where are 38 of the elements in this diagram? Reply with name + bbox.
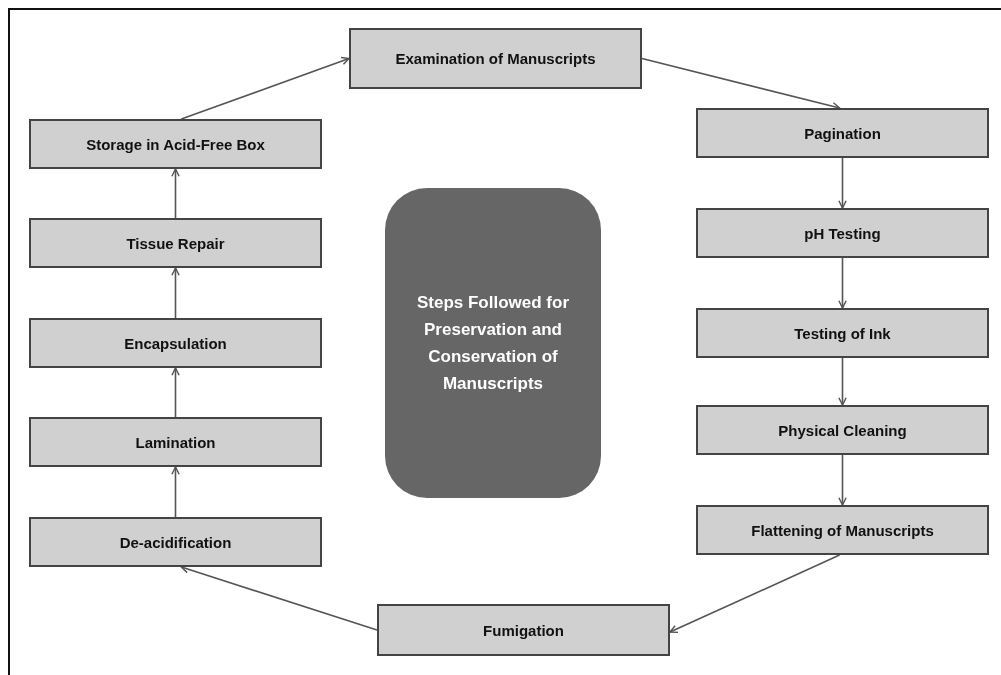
step-box — [29, 517, 322, 567]
step-box — [696, 405, 989, 455]
step-box — [696, 505, 989, 555]
arrow — [180, 565, 378, 631]
step-label: Fumigation — [483, 620, 564, 640]
step-label: Testing of Ink — [794, 323, 891, 343]
title-text: Steps Followed for Preservation and Conservation of Manuscripts — [415, 292, 571, 395]
arrow — [838, 454, 847, 506]
step-label: Storage in Acid-Free Box — [86, 134, 265, 154]
arrow — [180, 56, 350, 120]
step-box — [377, 604, 670, 656]
step-box — [696, 108, 989, 158]
arrow — [641, 57, 841, 111]
step-box — [696, 308, 989, 358]
step-box — [29, 318, 322, 368]
step-label: Physical Cleaning — [778, 420, 907, 440]
arrow — [171, 466, 180, 518]
title-panel — [385, 188, 601, 498]
arrow — [171, 168, 180, 219]
step-label: Flattening of Manuscripts — [751, 520, 934, 540]
arrow — [171, 267, 180, 319]
step-box — [349, 28, 642, 89]
step-box — [29, 218, 322, 268]
step-label: Pagination — [804, 123, 881, 143]
step-box — [696, 208, 989, 258]
step-label: Lamination — [135, 432, 216, 452]
step-box — [29, 417, 322, 467]
arrow — [171, 367, 180, 418]
step-label: pH Testing — [804, 223, 881, 243]
step-label: Encapsulation — [124, 333, 227, 353]
step-label: De-acidification — [119, 532, 232, 552]
arrow — [838, 157, 847, 209]
arrow — [838, 257, 847, 309]
step-label: Tissue Repair — [126, 233, 225, 253]
arrow — [838, 357, 847, 406]
step-label: Examination of Manuscripts — [395, 49, 596, 68]
arrow — [669, 554, 841, 634]
step-box — [29, 119, 322, 169]
